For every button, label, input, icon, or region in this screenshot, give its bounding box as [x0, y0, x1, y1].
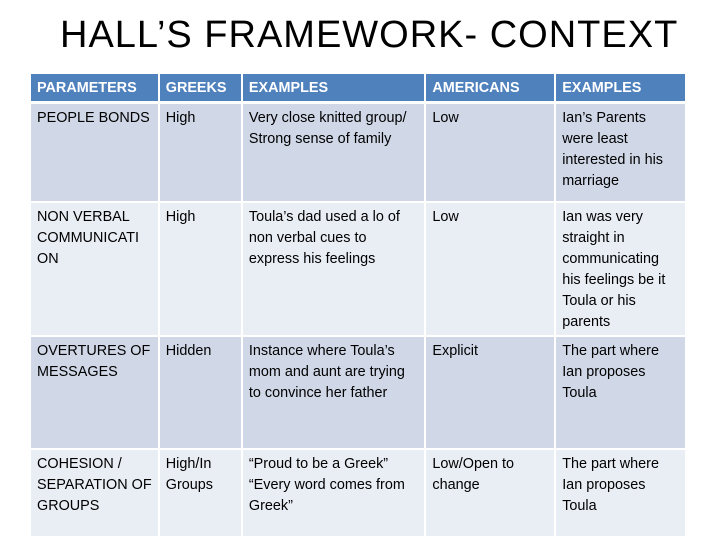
table-cell: Low [425, 201, 557, 337]
table-cell: Ian’s Parents were least interested in h… [555, 102, 685, 203]
header-examples-greeks: EXAMPLES [241, 74, 427, 104]
table-cell: Ian was very straight in communicating h… [555, 201, 685, 337]
table-cell: Hidden [158, 335, 243, 450]
header-americans: AMERICANS [425, 74, 557, 104]
table-cell: PEOPLE BONDS [31, 102, 160, 203]
table-cell: NON VERBAL COMMUNICATI ON [31, 201, 160, 337]
table-cell: High [158, 201, 243, 337]
table-cell: The part where Ian proposes Toula [555, 448, 685, 538]
table-cell: “Proud to be a Greek” “Every word comes … [241, 448, 427, 538]
table-cell: Toula’s dad used a lo of non verbal cues… [241, 201, 427, 337]
table-header-row: PARAMETERS GREEKS EXAMPLES AMERICANS EXA… [31, 74, 685, 104]
table-row: PEOPLE BONDS High Very close knitted gro… [31, 102, 685, 203]
table-cell: Instance where Toula’s mom and aunt are … [241, 335, 427, 450]
table-row: OVERTURES OF MESSAGES Hidden Instance wh… [31, 335, 685, 450]
table-cell: The part where Ian proposes Toula [555, 335, 685, 450]
table-cell: OVERTURES OF MESSAGES [31, 335, 160, 450]
slide-title: HALL’S FRAMEWORK- CONTEXT [60, 14, 679, 56]
header-examples-americans: EXAMPLES [555, 74, 685, 104]
table-row: COHESION / SEPARATION OF GROUPS High/In … [31, 448, 685, 538]
table-cell: High [158, 102, 243, 203]
table-cell: Low [425, 102, 557, 203]
framework-table: PARAMETERS GREEKS EXAMPLES AMERICANS EXA… [31, 74, 685, 538]
header-greeks: GREEKS [158, 74, 243, 104]
table-cell: Very close knitted group/ Strong sense o… [241, 102, 427, 203]
table-row: NON VERBAL COMMUNICATI ON High Toula’s d… [31, 201, 685, 337]
header-parameters: PARAMETERS [31, 74, 160, 104]
table-cell: COHESION / SEPARATION OF GROUPS [31, 448, 160, 538]
table-cell: Low/Open to change [425, 448, 557, 538]
table-cell: High/In Groups [158, 448, 243, 538]
table-cell: Explicit [425, 335, 557, 450]
